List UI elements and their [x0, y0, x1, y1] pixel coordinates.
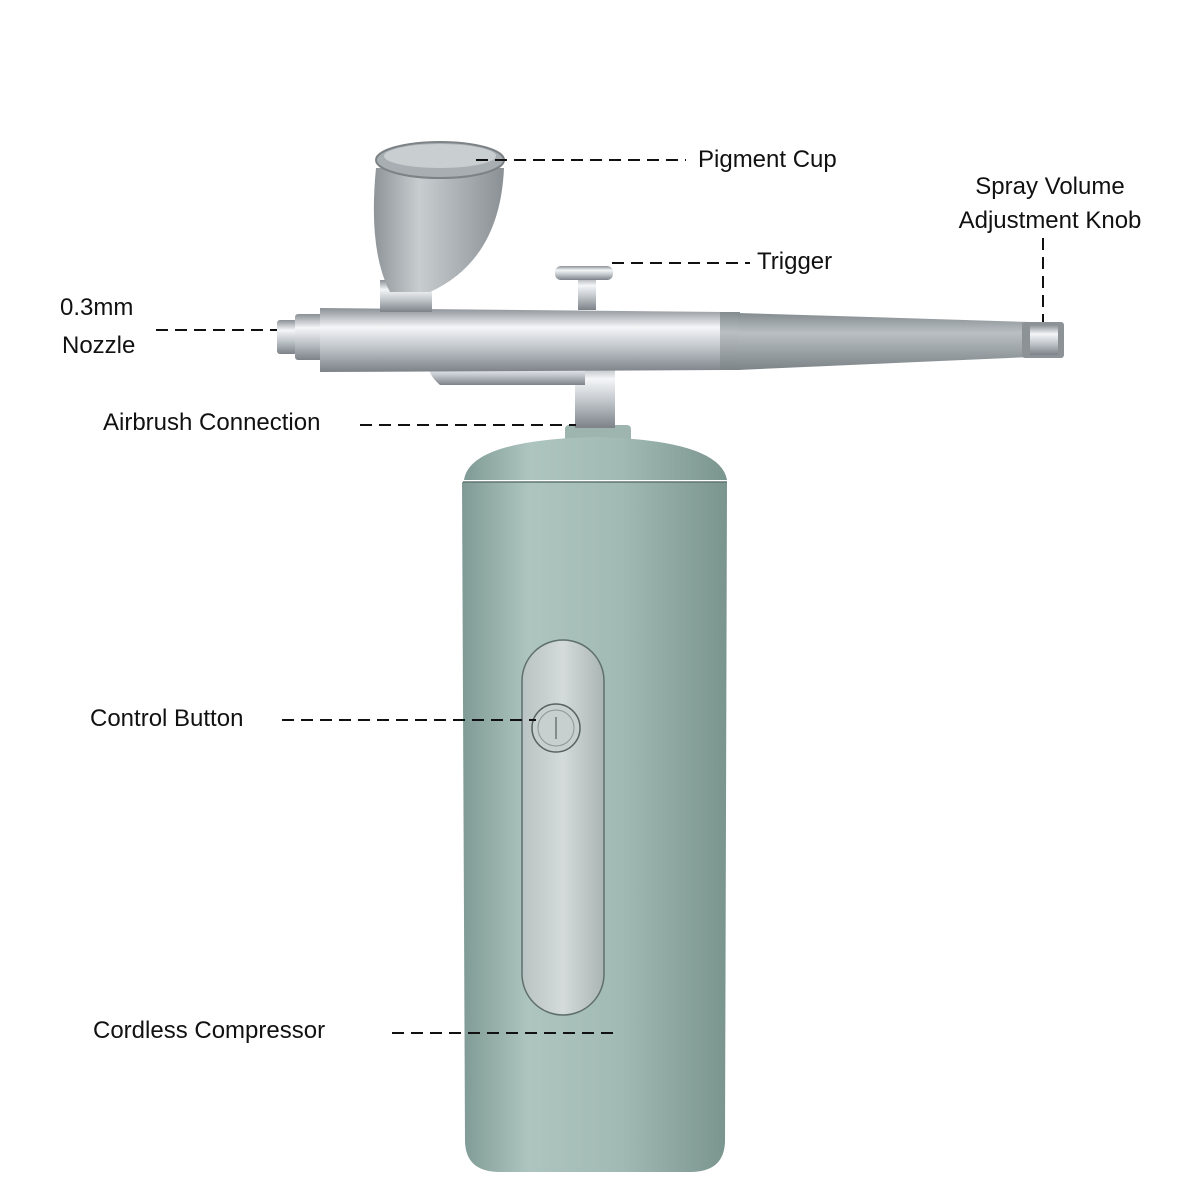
label-pigment-cup: Pigment Cup	[698, 146, 837, 173]
label-cordless-compressor: Cordless Compressor	[93, 1017, 326, 1044]
pigment-cup	[373, 141, 505, 312]
label-nozzle-line1: 0.3mm	[60, 294, 134, 321]
label-spray-volume-line1: Spray Volume	[975, 173, 1125, 200]
trigger[interactable]	[555, 266, 613, 310]
label-nozzle-line2: Nozzle	[62, 332, 136, 359]
label-trigger: Trigger	[757, 248, 833, 275]
cordless-compressor	[462, 425, 727, 1172]
nozzle	[277, 320, 297, 354]
label-control-button: Control Button	[90, 705, 244, 732]
leader-lines	[156, 159, 1044, 1034]
control-panel	[521, 639, 605, 1016]
power-button-icon[interactable]	[531, 703, 581, 753]
label-airbrush-connection: Airbrush Connection	[103, 409, 321, 436]
label-spray-volume-line2: Adjustment Knob	[958, 207, 1142, 234]
airbrush	[277, 141, 1064, 428]
